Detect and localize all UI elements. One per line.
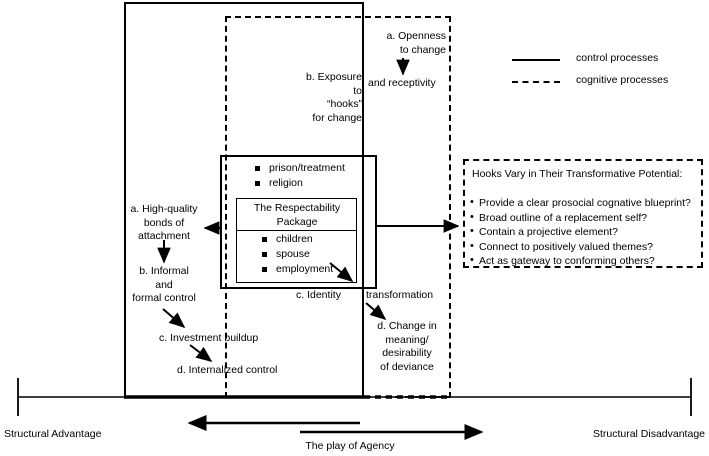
exposure-to-hooks-label: b. Exposure to “hooks” for change — [305, 71, 362, 124]
hooks-vary-list: Provide a clear prosocial cognative blue… — [470, 195, 691, 269]
list-item: children — [260, 232, 333, 247]
legend-row-cognitive: cognitive processes — [512, 72, 702, 94]
list-item: Connect to positively valued themes? — [470, 239, 691, 255]
control-step-b-label: b. Informal and formal control — [132, 265, 196, 304]
list-item: Act as gateway to conforming others? — [470, 253, 691, 269]
legend-label-cognitive: cognitive processes — [576, 74, 669, 86]
openness-receptivity-label: and receptivity — [368, 77, 436, 89]
hooks-vary-heading: Hooks Vary in Their Transformative Poten… — [472, 168, 683, 180]
axis-right-label: Structural Disadvantage — [592, 428, 705, 440]
respectability-package-title: The Respectability Package — [253, 202, 341, 228]
list-item: Provide a clear prosocial cognative blue… — [470, 195, 691, 211]
identity-label: c. Identity — [296, 289, 341, 301]
axis-left-label: Structural Advantage — [4, 428, 102, 440]
respectability-package-divider — [236, 230, 357, 231]
dashed-line-icon — [512, 81, 560, 83]
list-item: religion — [253, 176, 345, 191]
legend-row-control: control processes — [512, 50, 702, 72]
transformation-label: transformation — [366, 289, 434, 301]
hooks-outer-box — [220, 155, 377, 289]
agency-label: The play of Agency — [305, 440, 395, 452]
control-step-a-label: a. High-quality bonds of attachment — [130, 203, 198, 242]
list-item: prison/treatment — [253, 161, 345, 176]
hooks-bullet-list: prison/treatment religion — [253, 161, 345, 191]
respectability-package-list: children spouse employment — [260, 232, 333, 277]
openness-to-change-label: a. Openness to change — [386, 30, 446, 56]
list-item: employment — [260, 262, 333, 277]
control-step-c-label: c. Investment buildup — [159, 332, 259, 344]
list-item: Contain a projective element? — [470, 224, 691, 240]
list-item: spouse — [260, 247, 333, 262]
list-item: Broad outline of a replacement self? — [470, 210, 691, 226]
legend: control processes cognitive processes — [512, 50, 702, 94]
solid-line-icon — [512, 59, 560, 61]
control-step-d-label: d. Internalized control — [177, 364, 278, 376]
change-in-meaning-label: d. Change in meaning/ desirability of de… — [377, 320, 437, 373]
legend-label-control: control processes — [576, 52, 659, 64]
